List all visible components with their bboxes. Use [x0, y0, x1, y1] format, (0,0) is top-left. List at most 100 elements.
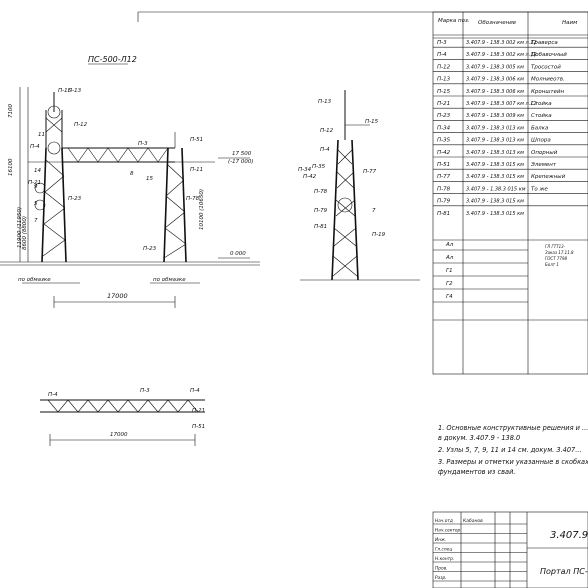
side-mark-p12: П-12	[320, 128, 334, 134]
spec-cell-mark: П-13	[437, 77, 451, 83]
mark-p21: П-23	[143, 246, 157, 252]
spec-cell-mark: П-35	[437, 138, 451, 144]
spec-cell-name: Крепежный	[531, 174, 566, 180]
plan-view: 17000 П-4 П-3 П-4 П-21 П-51	[40, 388, 205, 446]
main-beam	[62, 147, 175, 163]
notes-block: 1. Основные конструктивные решения и ...…	[438, 424, 588, 476]
side-mark-p35: П-35	[312, 164, 326, 170]
plan-mark-p21: П-21	[192, 408, 205, 414]
doc-code: 3.407.9 -	[550, 530, 588, 541]
plan-mark-p3: П-3	[140, 388, 150, 394]
node-circle	[34, 199, 46, 211]
tb-role: Н.контр.	[435, 556, 454, 562]
spec-lower-mark: Ал	[445, 255, 454, 261]
spec-cell-mark: П-15	[437, 89, 451, 95]
spec-cell-name: Стойка	[531, 101, 552, 107]
span-label: 17000	[107, 292, 128, 300]
mark-14: П-15	[58, 88, 72, 94]
elev-left-a: 11900 (11950)	[17, 207, 23, 248]
tb-name: Кабанов	[463, 518, 483, 524]
mark-15: 8	[130, 171, 134, 177]
spec-header-mark: Марка поз.	[438, 18, 470, 24]
note-line-2: в докум. 3.407.9 - 138.0	[438, 434, 520, 442]
spec-cell-designation: 3.407.9 - 138.3 005 км	[466, 64, 524, 70]
mark-3: 11	[38, 132, 45, 138]
mark-p11: П-11	[190, 167, 203, 173]
right-column	[163, 132, 187, 263]
mark-p51: П-51	[190, 137, 203, 143]
side-note-2: Заказ 17.11.8	[545, 250, 574, 255]
spec-cell-mark: П-3	[437, 40, 447, 46]
mark-p78: П-21	[28, 180, 41, 186]
side-mark-p77: П-77	[363, 169, 377, 175]
spec-cell-designation: 3.407.9 - 138.3 013 км	[466, 138, 524, 144]
side-view: П-13 П-12 П-15 П-34 П-35 П-42 П-77 П-78 …	[298, 90, 420, 281]
spec-cell-name: Добавочный	[530, 52, 567, 58]
side-mark-p78: П-78	[314, 189, 328, 195]
mark-p3: П-3	[138, 141, 148, 147]
side-note-1: ГЛ ГТТ13-	[545, 244, 566, 249]
spec-cell-designation: 3.407.9 - 1.38.3 015 км	[466, 186, 526, 192]
spec-cell-designation: 3.407.9 - 138.3 015 км	[466, 211, 524, 217]
side-mark-p19: П-19	[372, 232, 386, 238]
spec-rows: П-3 3.407.9 - 138.3 002 км л.12ТраверсаП-…	[433, 34, 588, 217]
note-line-4: 3. Размеры и отметки указанные в скобках…	[438, 458, 588, 466]
spec-cell-mark: П-79	[437, 199, 451, 205]
front-view: ПС-500-Л12	[0, 55, 260, 308]
spec-cell-name: Тросостой	[531, 64, 561, 70]
spec-cell-designation: 3.407.9 - 138.3 006 км	[466, 89, 524, 95]
node-circle	[34, 182, 46, 194]
side-mark-p13: П-13	[318, 99, 332, 105]
elev-left-c: 16100	[8, 158, 14, 176]
spec-cell-name: Элемент	[530, 162, 557, 168]
spec-lower-mark: Г2	[446, 281, 453, 287]
spec-cell-designation: 3.407.9 - 138.3 002 км л.12	[466, 40, 537, 46]
spec-lower-mark: Г4	[446, 294, 453, 300]
spec-lower-mark: Ал	[445, 242, 454, 248]
spec-cell-name: Кронштейн	[531, 89, 565, 95]
spec-header-name: Наим	[562, 20, 577, 26]
tb-role: Разр.	[435, 575, 447, 581]
elev-right-dim: 10100 (10650)	[199, 189, 205, 230]
spec-cell-designation: 3.407.9 - 138.3 013 км	[466, 125, 524, 131]
spec-cell-name: Стойка	[531, 113, 552, 119]
spec-cell-mark: П-81	[437, 211, 450, 217]
spec-cell-designation: 3.407.9 - 138.3 015 км	[466, 162, 524, 168]
side-note-3: ГОСТ 7798	[545, 256, 568, 261]
elev-left-b: 8600 (8800)	[22, 216, 28, 250]
side-note-4: Болт 1	[545, 262, 559, 267]
spec-cell-name: Траверса	[531, 40, 558, 46]
title-block-frame	[432, 511, 588, 588]
elev-mid-right-b: (-17 000)	[228, 159, 254, 165]
side-mark-p42: П-42	[303, 174, 317, 180]
elev-mid-right: 17 500	[232, 151, 252, 157]
side-mark-p15: П-15	[365, 119, 379, 125]
spec-lower-mark: Г1	[446, 268, 453, 274]
tb-role: Нач.сектор	[435, 528, 461, 534]
elev-left-top: 7100	[8, 104, 14, 118]
plan-span-label: 17000	[110, 432, 128, 438]
left-column	[19, 87, 67, 263]
spec-cell-designation: 3.407.9 - 138.3 007 км л.12	[466, 101, 537, 107]
spec-cell-mark: П-51	[437, 162, 450, 168]
mark-9: 14	[34, 168, 41, 174]
foundation-label-right: по обмазке	[153, 277, 186, 283]
spec-cell-name: Шпора	[531, 138, 551, 144]
mark-p81: П-78	[186, 196, 200, 202]
spec-cell-designation: 3.407.9 - 138.3 015 км	[466, 199, 524, 205]
spec-cell-mark: П-78	[437, 186, 451, 192]
note-line-3: 2. Узлы 5, 7, 9, 11 и 14 см. докум. 3.40…	[438, 446, 582, 454]
tb-role: Инж.	[435, 537, 446, 543]
spec-cell-mark: П-23	[437, 113, 451, 119]
side-mark-7: 7	[372, 208, 376, 214]
mark-p23: П-23	[68, 196, 82, 202]
node-circle	[47, 141, 61, 155]
foundation-label-left: по обмазке	[18, 277, 51, 283]
drawing-title: ПС-500-Л12	[88, 55, 137, 64]
spec-cell-mark: П-42	[437, 150, 451, 156]
plan-mark-p4-left: П-4	[48, 392, 58, 398]
